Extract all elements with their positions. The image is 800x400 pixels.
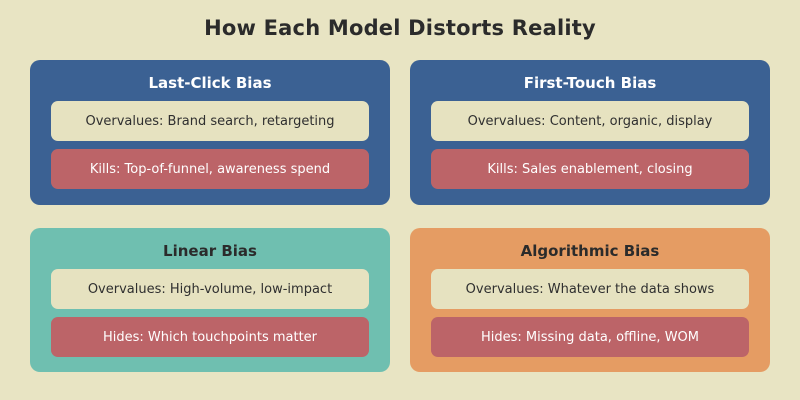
kills-box-last-click: Kills: Top-of-funnel, awareness spend (51, 149, 369, 189)
overvalues-box-first-touch: Overvalues: Content, organic, display (431, 101, 749, 141)
overvalues-box-algorithmic: Overvalues: Whatever the data shows (431, 269, 749, 309)
panel-title-algorithmic: Algorithmic Bias (520, 242, 660, 260)
kills-box-first-touch: Kills: Sales enablement, closing (431, 149, 749, 189)
bias-panel-first-touch: First-Touch Bias Overvalues: Content, or… (410, 60, 770, 205)
panel-title-last-click: Last-Click Bias (148, 74, 272, 92)
hides-box-linear: Hides: Which touchpoints matter (51, 317, 369, 357)
panel-title-first-touch: First-Touch Bias (523, 74, 657, 92)
bias-panel-grid: Last-Click Bias Overvalues: Brand search… (30, 60, 770, 372)
overvalues-box-linear: Overvalues: High-volume, low-impact (51, 269, 369, 309)
hides-box-algorithmic: Hides: Missing data, offline, WOM (431, 317, 749, 357)
bias-panel-algorithmic: Algorithmic Bias Overvalues: Whatever th… (410, 228, 770, 372)
panel-title-linear: Linear Bias (163, 242, 257, 260)
bias-panel-linear: Linear Bias Overvalues: High-volume, low… (30, 228, 390, 372)
overvalues-box-last-click: Overvalues: Brand search, retargeting (51, 101, 369, 141)
page-title: How Each Model Distorts Reality (204, 16, 596, 40)
bias-panel-last-click: Last-Click Bias Overvalues: Brand search… (30, 60, 390, 205)
